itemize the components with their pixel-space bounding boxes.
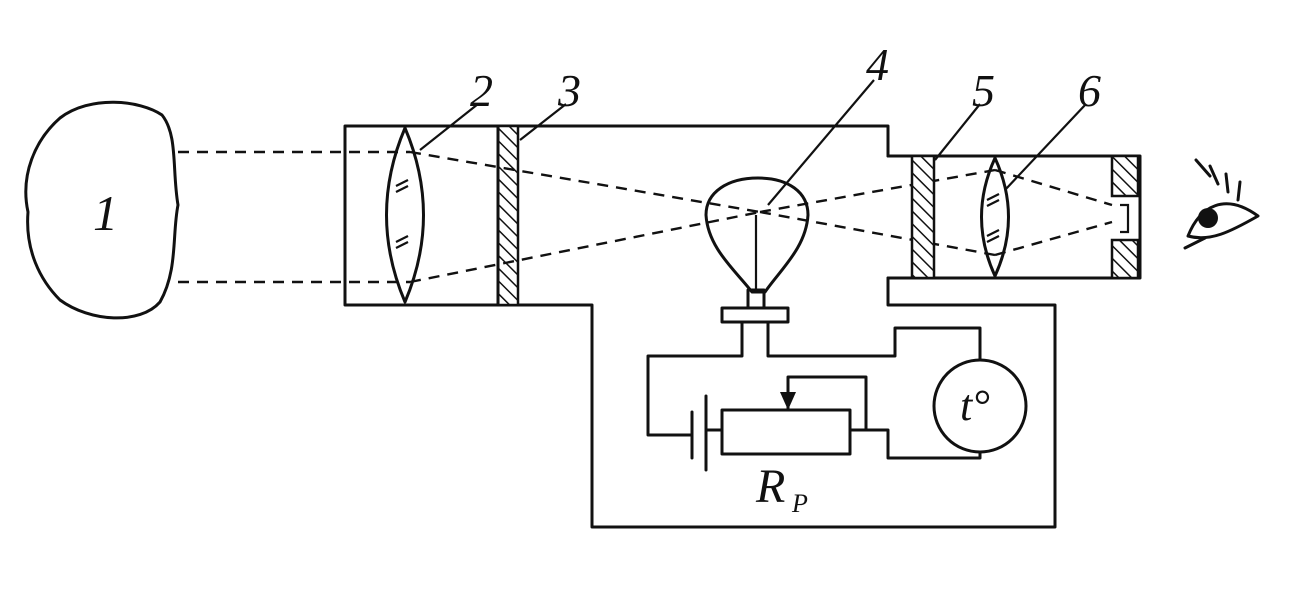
diaphragm-aperture [1120, 203, 1130, 234]
ray-upper-out [994, 168, 1113, 207]
label-object: 1 [93, 185, 118, 241]
ray-lower-converge [409, 210, 761, 284]
rheostat-resistor [720, 408, 852, 456]
rheostat-label-subscript: P [791, 489, 808, 518]
eyepiece-diaphragm-top [1110, 154, 1140, 198]
meter-label: t° [960, 381, 990, 430]
rheostat-slider-wire [786, 375, 868, 432]
rheostat-label: R [755, 460, 785, 513]
label-objective-lens: 2 [470, 65, 493, 116]
label-eyepiece: 6 [1078, 65, 1101, 116]
ray-upper-diverge [759, 168, 996, 214]
ray-upper-converge [409, 150, 761, 214]
hot-object-blob [24, 100, 180, 320]
absorbing-filter [496, 124, 520, 307]
ray-lower-out [994, 220, 1113, 257]
red-filter [910, 154, 936, 280]
label-lamp: 4 [866, 39, 889, 90]
lamp-bulb [704, 176, 810, 294]
label-leaders [419, 79, 1087, 206]
eyepiece-glass-marks [986, 193, 1000, 243]
lamp-base [720, 306, 790, 324]
ray-lower-diverge [759, 210, 996, 257]
electric-circuit [646, 320, 982, 460]
eyepiece-diaphragm-bottom [1110, 238, 1140, 280]
label-red-filter: 5 [972, 65, 995, 116]
rheostat-slider-arrow [780, 392, 796, 410]
eyepiece-lens [980, 156, 1010, 278]
battery-icon [690, 394, 724, 472]
observer-eye-icon [1183, 158, 1260, 250]
objective-lens [385, 126, 425, 304]
lens-glass-marks [395, 179, 409, 249]
temperature-meter [932, 358, 1028, 454]
